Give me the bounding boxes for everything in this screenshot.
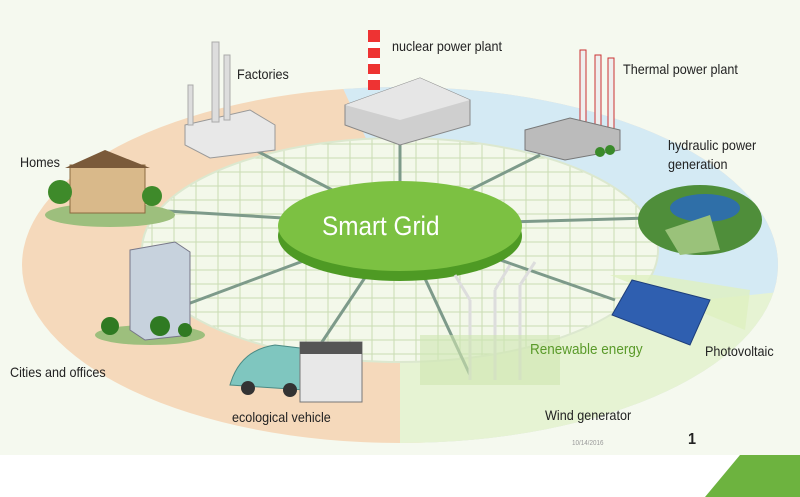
page-number: 1 xyxy=(688,431,697,448)
photovoltaic-label: Photovoltaic xyxy=(705,343,774,359)
smart-grid-hub xyxy=(278,181,522,271)
corner-accent xyxy=(705,455,800,497)
thermal-plant-icon xyxy=(524,49,621,161)
wind-label: Wind generator xyxy=(545,407,632,423)
office-building-icon xyxy=(95,241,205,345)
cities-label: Cities and offices xyxy=(10,364,106,380)
nuclear-plant-label: nuclear power plant xyxy=(392,38,502,54)
factories-label: Factories xyxy=(237,66,289,82)
factory-icon xyxy=(184,41,276,159)
homes-label: Homes xyxy=(20,154,60,170)
thermal-plant-label: Thermal power plant xyxy=(623,61,738,77)
hydraulic-dam-icon xyxy=(638,185,762,255)
vehicle-label: ecological vehicle xyxy=(232,409,331,425)
home-icon xyxy=(45,150,175,227)
renewable-label: Renewable energy xyxy=(530,341,643,358)
nuclear-plant-icon xyxy=(344,30,471,146)
ecological-vehicle-icon xyxy=(229,341,363,403)
slide-date: 10/14/2016 xyxy=(572,440,604,447)
hydraulic-label-line1: hydraulic power xyxy=(668,137,757,153)
photovoltaic-panel-icon xyxy=(610,275,750,346)
hydraulic-label-line2: generation xyxy=(668,156,728,172)
smart-grid-label: Smart Grid xyxy=(322,211,440,241)
